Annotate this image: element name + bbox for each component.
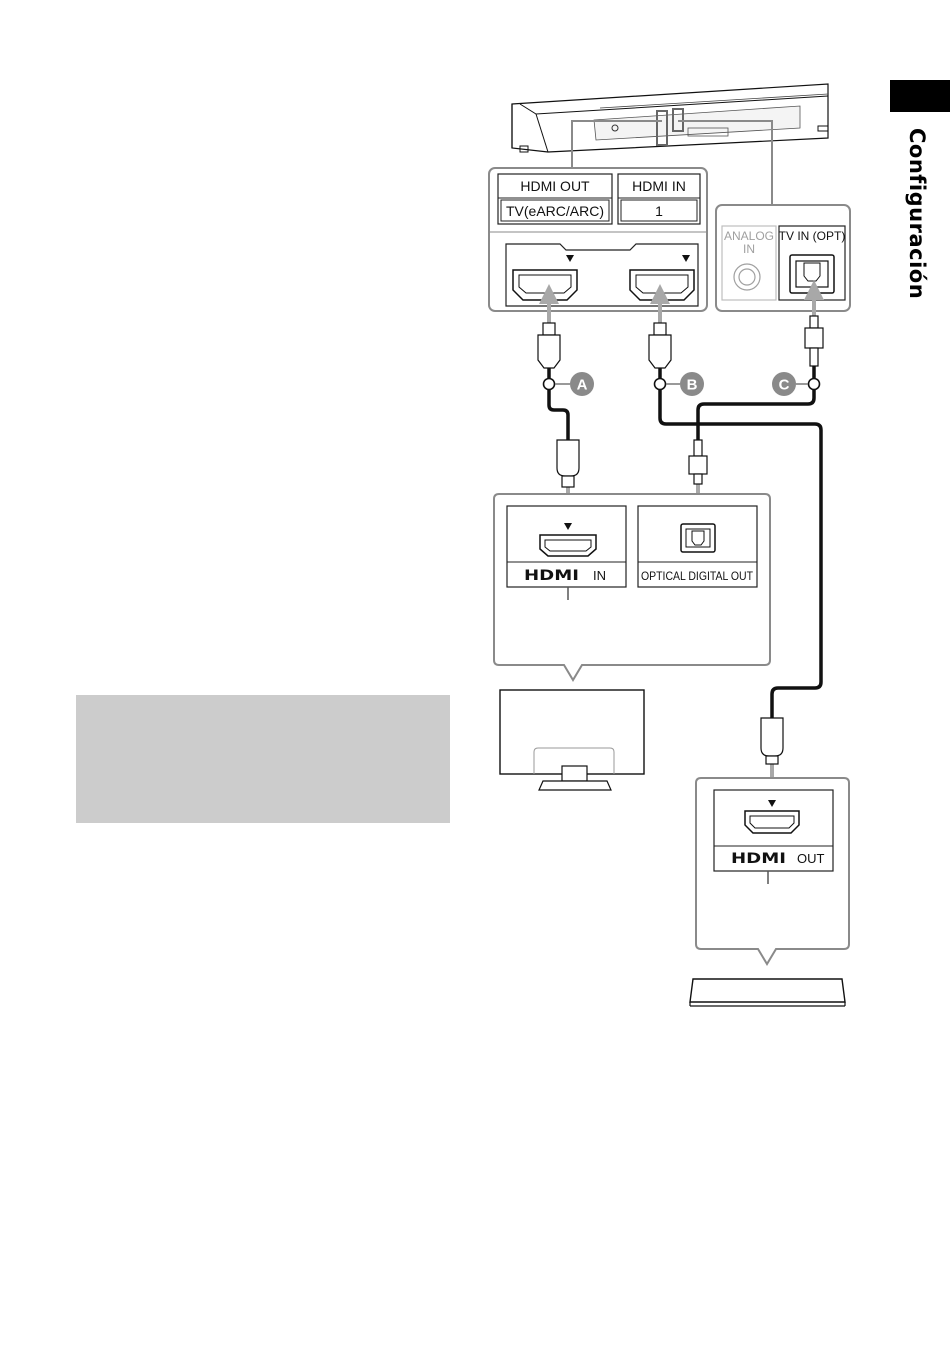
soundbar-audio-panel: ANALOG IN TV IN (OPT) xyxy=(716,205,850,311)
tv-optical-port-icon xyxy=(681,524,715,552)
soundbar-hdmi-panel: HDMI OUT TV(eARC/ARC) HDMI IN 1 xyxy=(489,168,707,311)
player-hdmi-out-label: OUT xyxy=(797,851,825,866)
tv-hdmi-in-port-icon xyxy=(540,535,596,556)
blu-ray-player-icon xyxy=(690,979,845,1006)
cable-marker-a: A xyxy=(544,372,595,396)
hdmi-out-sublabel: TV(eARC/ARC) xyxy=(506,203,604,219)
hdmi-in-label: HDMI IN xyxy=(632,178,686,194)
optical-port-icon xyxy=(790,255,834,293)
player-hdmi-logo: HDMI xyxy=(731,851,786,867)
tv-icon xyxy=(500,690,644,790)
cable-marker-b: B xyxy=(655,372,705,396)
hdmi-in-sublabel: 1 xyxy=(655,203,663,219)
analog-in-label-line1: ANALOG xyxy=(724,229,774,243)
player-connection-panel: HDMI OUT xyxy=(696,778,849,964)
tv-connection-panel: HDMI IN OPTICAL DIGITAL OUT xyxy=(494,494,770,680)
cable-marker-a-label: A xyxy=(577,377,588,394)
tv-hdmi-logo: HDMI xyxy=(524,568,579,584)
optical-plug-icon xyxy=(689,316,823,484)
analog-in-label-line2: IN xyxy=(743,242,755,256)
tv-hdmi-in-label: IN xyxy=(593,568,606,583)
cable-marker-b-label: B xyxy=(687,377,698,394)
hdmi-out-label: HDMI OUT xyxy=(520,178,590,194)
player-hdmi-out-port-icon xyxy=(745,811,799,833)
optical-digital-out-label: OPTICAL DIGITAL OUT xyxy=(641,569,754,583)
cable-marker-c-label: C xyxy=(779,377,790,394)
hdmi-out-port-icon xyxy=(513,270,577,300)
tv-in-opt-label: TV IN (OPT) xyxy=(779,229,846,243)
soundbar-illustration xyxy=(512,84,828,152)
